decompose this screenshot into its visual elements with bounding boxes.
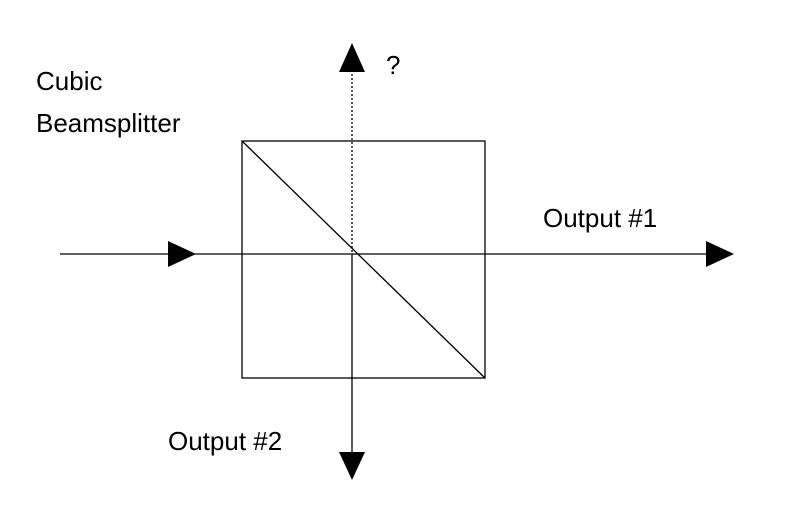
input-arrowhead <box>168 241 196 267</box>
output2-arrowhead <box>339 452 365 480</box>
beamsplitter-cube <box>241 140 486 379</box>
splitter-label-line2: Beamsplitter <box>36 108 181 138</box>
output2-label: Output #2 <box>168 426 282 456</box>
splitter-label-line1: Cubic <box>36 66 102 96</box>
question-arrowhead <box>339 43 365 72</box>
splitter-diagonal <box>241 140 486 379</box>
question-label: ? <box>386 50 400 80</box>
output1-label: Output #1 <box>543 203 657 233</box>
output1-arrowhead <box>706 241 734 267</box>
